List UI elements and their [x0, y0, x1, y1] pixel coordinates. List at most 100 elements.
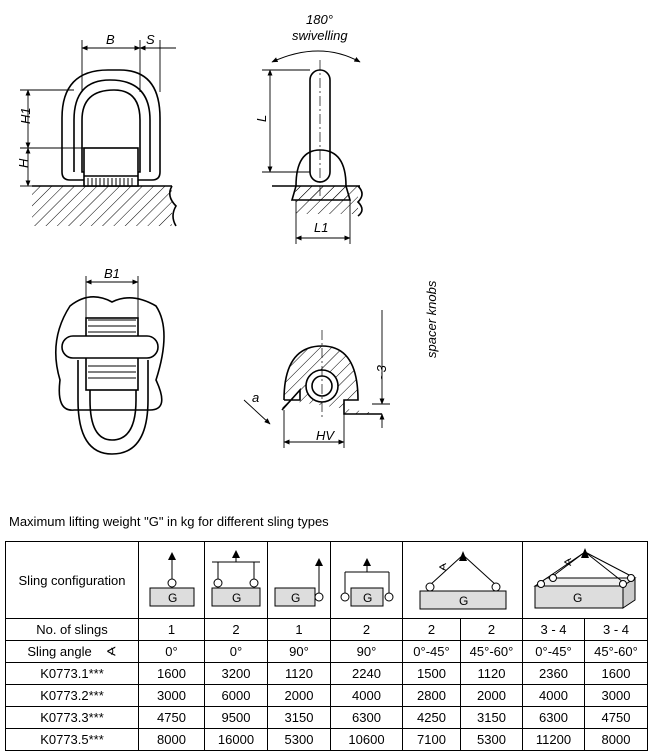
front-view-dimensions	[20, 40, 176, 187]
table-cell: 2800	[402, 684, 461, 707]
table-cell: 9500	[204, 706, 268, 729]
row-label: Sling angle∢	[5, 640, 139, 663]
table-cell: 3 - 4	[522, 618, 585, 641]
double-vertical-sling-icon: G	[211, 550, 261, 607]
table-row: K0773.5*** 8000 16000 5300 10600 7100 53…	[5, 728, 648, 751]
multi-leg-sling-icon: G ∢	[533, 548, 637, 609]
table-cell: 3000	[584, 684, 648, 707]
table-cell: 4000	[522, 684, 585, 707]
table-cell: 6000	[204, 684, 268, 707]
table-cell: 1120	[267, 662, 331, 685]
dim-a-label: a	[252, 390, 259, 405]
table-cell: 90°	[330, 640, 403, 663]
table-caption: Maximum lifting weight "G" in kg for dif…	[9, 514, 329, 529]
sling-icon-2: G	[204, 541, 268, 619]
table-cell: 1120	[460, 662, 523, 685]
row-label: K0773.2***	[5, 684, 139, 707]
svg-text:G: G	[232, 591, 241, 605]
table-cell: 3 - 4	[584, 618, 648, 641]
row-label: K0773.3***	[5, 706, 139, 729]
svg-text:G: G	[459, 594, 468, 608]
table-cell: 4750	[138, 706, 205, 729]
svg-text:G: G	[363, 591, 372, 605]
double-side-sling-icon: G	[340, 558, 393, 607]
table-cell: 11200	[522, 728, 585, 751]
table-cell: 3000	[138, 684, 205, 707]
table-cell: 6300	[330, 706, 403, 729]
table-cell: 5300	[460, 728, 523, 751]
table-cell: 5300	[267, 728, 331, 751]
table-cell: 8000	[584, 728, 648, 751]
table-cell: 8000	[138, 728, 205, 751]
table-cell: 90°	[267, 640, 331, 663]
table-cell: 1	[138, 618, 205, 641]
table-cell: 4250	[402, 706, 461, 729]
table-cell: 3150	[267, 706, 331, 729]
row-label: K0773.1***	[5, 662, 139, 685]
table-cell: 3200	[204, 662, 268, 685]
table-cell: 0°-45°	[402, 640, 461, 663]
table-cell: 0°	[138, 640, 205, 663]
table-cell: 7100	[402, 728, 461, 751]
dim-h1-label: H1	[18, 107, 33, 124]
table-cell: 1600	[584, 662, 648, 685]
table-cell: 45°-60°	[584, 640, 648, 663]
table-cell: 4750	[584, 706, 648, 729]
sling-icon-1: G	[138, 541, 205, 619]
dim-l1-label: L1	[314, 220, 328, 235]
sling-icon-4: G	[330, 541, 403, 619]
table-cell: 0°	[204, 640, 268, 663]
table-cell: 2360	[522, 662, 585, 685]
svg-text:G: G	[291, 591, 300, 605]
rotation-text-label: swivelling	[292, 28, 348, 43]
table-cell: 2000	[267, 684, 331, 707]
double-angled-sling-icon: G ∢	[419, 551, 506, 610]
dim-h-label: H	[16, 158, 31, 168]
table-cell: 16000	[204, 728, 268, 751]
config-label: Sling configuration	[5, 541, 139, 619]
table-row: K0773.3*** 4750 9500 3150 6300 4250 3150…	[5, 706, 648, 729]
section-detail-dimensions	[243, 310, 390, 448]
row-label: No. of slings	[5, 618, 139, 641]
table-cell: 2240	[330, 662, 403, 685]
table-cell: 0°-45°	[522, 640, 585, 663]
front-view	[32, 69, 178, 227]
rotation-angle-label: 180°	[306, 12, 333, 27]
side-view	[272, 60, 363, 217]
table-cell: 2	[330, 618, 403, 641]
table-cell: 2	[402, 618, 461, 641]
table-cell: 2	[460, 618, 523, 641]
section-detail	[281, 330, 382, 420]
dim-b1-label: B1	[104, 266, 120, 281]
table-cell: 2000	[460, 684, 523, 707]
table-cell: 3150	[460, 706, 523, 729]
svg-text:G: G	[573, 591, 582, 605]
table-cell: 6300	[522, 706, 585, 729]
table-cell: 45°-60°	[460, 640, 523, 663]
sling-icon-6: G ∢	[522, 541, 648, 619]
table-cell: 2	[204, 618, 268, 641]
top-view	[54, 296, 165, 455]
table-cell: 1600	[138, 662, 205, 685]
single-vertical-sling-icon: G	[149, 552, 194, 607]
table-row: Sling angle∢ 0° 0° 90° 90° 0°-45° 45°-60…	[5, 640, 648, 663]
table-cell: 10600	[330, 728, 403, 751]
table-cell: 1500	[402, 662, 461, 685]
row-label: K0773.5***	[5, 728, 139, 751]
table-row: K0773.2*** 3000 6000 2000 4000 2800 2000…	[5, 684, 648, 707]
table-row: K0773.1*** 1600 3200 1120 2240 1500 1120…	[5, 662, 648, 685]
lifting-weight-table: Sling configuration G G	[5, 541, 648, 751]
sling-icon-5: G ∢	[402, 541, 523, 619]
dim-hv-label: HV	[316, 428, 335, 443]
dim-b-label: B	[106, 32, 115, 47]
table-row: No. of slings 1 2 1 2 2 2 3 - 4 3 - 4	[5, 618, 648, 641]
sling-icon-3: G	[267, 541, 331, 619]
technical-drawing: B S H1 H 180° swivelling L L1	[16, 12, 439, 455]
dim-l-label: L	[254, 115, 269, 122]
svg-text:∢: ∢	[563, 557, 572, 569]
approx-3-label: ~3	[374, 364, 389, 380]
spacer-knobs-label: spacer knobs	[424, 280, 439, 358]
sling-config-row: Sling configuration G G	[5, 541, 648, 619]
table-cell: 4000	[330, 684, 403, 707]
svg-text:G: G	[168, 591, 177, 605]
